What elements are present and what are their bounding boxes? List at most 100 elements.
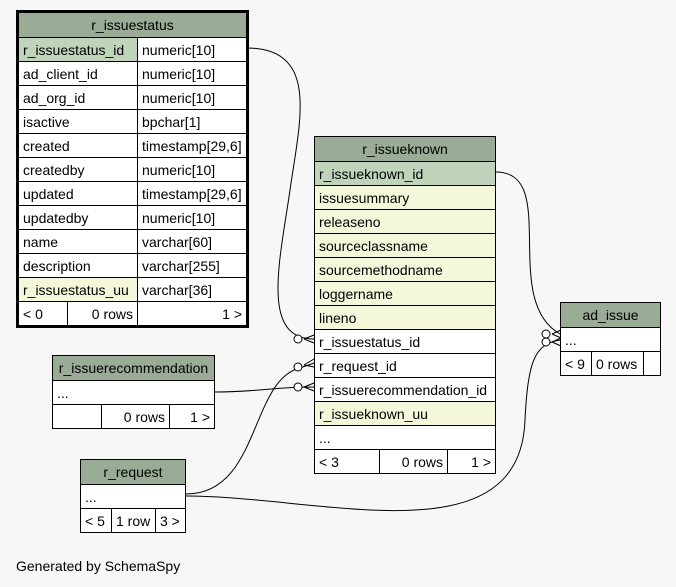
column-name: lineno [315, 306, 495, 329]
table-row: issuesummary [315, 185, 495, 209]
table-footer: < 0 0 rows 1 > [19, 301, 246, 325]
table-row: ad_client_id numeric[10] [19, 61, 246, 85]
crowfoot-end-marker [541, 337, 551, 347]
relation-request-issueknown [185, 362, 315, 495]
table-row: releaseno [315, 209, 495, 233]
relation-issuestatus-issueknown [245, 47, 315, 340]
column-name: description [23, 257, 91, 274]
table-row: description varchar[255] [19, 253, 246, 277]
table-row: loggername [315, 281, 495, 305]
column-name: r_issuerecommendation_id [319, 381, 488, 398]
table-r-issuerecommendation[interactable]: r_issuerecommendation ... 0 rows 1 > [52, 355, 215, 429]
table-header: r_issueknown [315, 137, 495, 161]
column-type: numeric[10] [137, 62, 246, 85]
column-type: timestamp[29,6] [137, 182, 246, 205]
table-row: ... [561, 327, 660, 351]
parents-count: < 5 [85, 512, 105, 529]
parents-count: < 9 [565, 355, 585, 372]
column-name: ... [85, 488, 97, 505]
column-name: r_request_id [319, 357, 397, 374]
children-count: 1 > [447, 450, 495, 473]
table-row: updatedby numeric[10] [19, 205, 246, 229]
row-count: 1 row [111, 509, 155, 532]
column-name: loggername [315, 282, 495, 305]
table-r-request[interactable]: r_request ... < 5 1 row 3 > [80, 459, 186, 533]
column-name: ... [565, 331, 577, 348]
column-type: numeric[10] [137, 158, 246, 181]
column-name: releaseno [315, 210, 495, 233]
table-row: createdby numeric[10] [19, 157, 246, 181]
parents-count [53, 405, 101, 428]
row-count: 0 rows [67, 302, 137, 325]
column-name: issuesummary [315, 186, 495, 209]
column-name: updatedby [23, 209, 89, 226]
children-count: 3 > [155, 509, 185, 532]
column-name: r_issueknown_id [315, 162, 495, 185]
column-name: r_issuestatus_uu [19, 278, 137, 301]
generated-by-footer: Generated by SchemaSpy [16, 558, 181, 574]
column-type: varchar[36] [137, 278, 246, 301]
table-title: ad_issue [561, 303, 660, 327]
table-row: sourceclassname [315, 233, 495, 257]
table-row: updated timestamp[29,6] [19, 181, 246, 205]
column-name: r_issuestatus_id [19, 38, 137, 61]
table-row: ... [81, 484, 185, 508]
table-row: created timestamp[29,6] [19, 133, 246, 157]
column-name: sourcemethodname [315, 258, 495, 281]
row-count: 0 rows [591, 352, 643, 375]
table-r-issueknown[interactable]: r_issueknown r_issueknown_id issuesummar… [314, 136, 496, 474]
column-name: createdby [23, 161, 85, 178]
table-row: r_request_id [315, 353, 495, 377]
crowfoot-end-marker [293, 334, 303, 344]
table-header: r_request [81, 460, 185, 484]
table-row: name varchar[60] [19, 229, 246, 253]
column-name: r_issueknown_uu [315, 402, 495, 425]
table-r-issuestatus[interactable]: r_issuestatus r_issuestatus_id numeric[1… [16, 10, 249, 328]
table-footer: 0 rows 1 > [53, 404, 214, 428]
row-count: 0 rows [379, 450, 447, 473]
column-name: updated [23, 185, 74, 202]
table-ad-issue[interactable]: ad_issue ... < 9 0 rows [560, 302, 661, 376]
table-row: isactive bpchar[1] [19, 109, 246, 133]
table-row: r_issuestatus_uu varchar[36] [19, 277, 246, 301]
column-type: numeric[10] [137, 38, 246, 61]
crowfoot-end-marker [293, 382, 303, 392]
table-row: r_issuestatus_id [315, 329, 495, 353]
table-footer: < 9 0 rows [561, 351, 660, 375]
children-count: 1 > [169, 405, 214, 428]
table-row: ... [315, 425, 495, 449]
table-title: r_issuerecommendation [53, 356, 214, 380]
children-count: 1 > [137, 302, 246, 325]
table-header: r_issuestatus [19, 13, 246, 37]
column-type: varchar[60] [137, 230, 246, 253]
column-name: ad_client_id [23, 65, 98, 82]
column-type: bpchar[1] [137, 110, 246, 133]
crowfoot-end-marker [541, 329, 551, 339]
table-row: r_issuestatus_id numeric[10] [19, 37, 246, 61]
column-name: sourceclassname [315, 234, 495, 257]
parents-count: < 3 [319, 453, 339, 470]
column-name: created [23, 137, 70, 154]
table-title: r_issuestatus [19, 13, 246, 37]
table-row: r_issueknown_uu [315, 401, 495, 425]
column-name: isactive [23, 113, 70, 130]
table-header: ad_issue [561, 303, 660, 327]
column-name: ... [319, 429, 331, 446]
table-row: r_issuerecommendation_id [315, 377, 495, 401]
table-row: lineno [315, 305, 495, 329]
column-type: varchar[255] [137, 254, 246, 277]
column-type: numeric[10] [137, 206, 246, 229]
column-type: timestamp[29,6] [137, 134, 246, 157]
table-footer: < 3 0 rows 1 > [315, 449, 495, 473]
table-footer: < 5 1 row 3 > [81, 508, 185, 532]
table-row: ad_org_id numeric[10] [19, 85, 246, 109]
table-row: sourcemethodname [315, 257, 495, 281]
table-title: r_issueknown [315, 137, 495, 161]
children-count [643, 352, 660, 375]
table-row: r_issueknown_id [315, 161, 495, 185]
table-title: r_request [81, 460, 185, 484]
table-row: ... [53, 380, 214, 404]
relation-request-adissue [185, 339, 561, 512]
crowfoot-end-marker [293, 362, 303, 372]
